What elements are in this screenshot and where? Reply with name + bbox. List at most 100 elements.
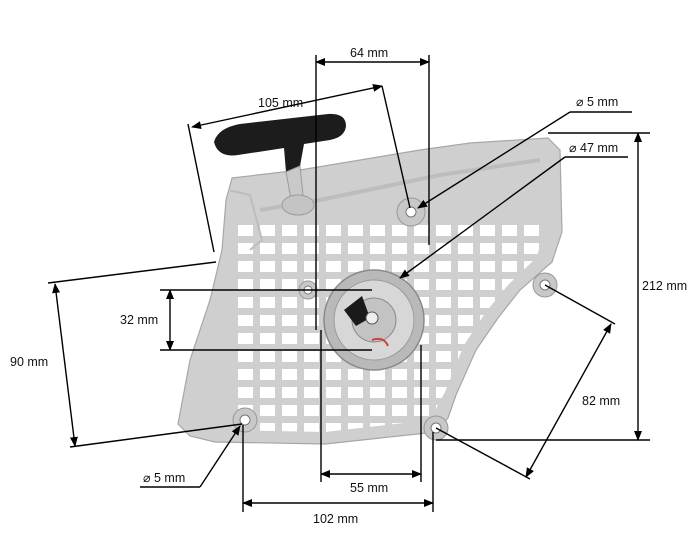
grid-slot — [436, 297, 451, 308]
grid-slot — [370, 261, 385, 272]
grid-slot — [458, 405, 473, 416]
grid-slot — [326, 279, 341, 290]
grid-slot — [458, 279, 473, 290]
grid-slot — [436, 387, 451, 398]
grid-slot — [282, 243, 297, 254]
grid-slot — [238, 369, 253, 380]
grid-slot — [392, 387, 407, 398]
grid-slot — [480, 369, 495, 380]
grid-slot — [304, 297, 319, 308]
grid-slot — [304, 315, 319, 326]
grid-slot — [238, 243, 253, 254]
label-bottom-outer: 102 mm — [313, 512, 358, 526]
grid-slot — [502, 423, 517, 432]
grid-slot — [348, 387, 363, 398]
grid-slot — [502, 351, 517, 362]
grid-slot — [436, 351, 451, 362]
grid-slot — [348, 261, 363, 272]
grid-slot — [238, 351, 253, 362]
grid-slot — [260, 279, 275, 290]
grid-slot — [458, 333, 473, 344]
grid-slot — [370, 243, 385, 254]
grid-slot — [326, 405, 341, 416]
grid-slot — [326, 261, 341, 272]
grid-slot — [282, 261, 297, 272]
pulley — [323, 269, 425, 371]
grid-slot — [282, 297, 297, 308]
grid-slot — [370, 405, 385, 416]
grid-slot — [458, 315, 473, 326]
dimension-labels: 64 mm 105 mm ⌀ 5 mm ⌀ 47 mm 212 mm 90 mm… — [10, 46, 687, 526]
grid-slot — [238, 279, 253, 290]
grid-slot — [260, 297, 275, 308]
grid-slot — [326, 423, 341, 432]
grid-slot — [326, 351, 341, 362]
grid-slot — [238, 225, 253, 236]
grid-slot — [502, 333, 517, 344]
grid-slot — [238, 297, 253, 308]
grid-slot — [524, 243, 539, 254]
grid-slot — [502, 315, 517, 326]
grid-slot — [260, 423, 275, 432]
grid-slot — [524, 369, 539, 380]
label-pulley: ⌀ 47 mm — [569, 141, 618, 155]
grid-slot — [348, 405, 363, 416]
grid-slot — [414, 279, 429, 290]
grid-slot — [436, 261, 451, 272]
grid-slot — [238, 315, 253, 326]
label-diag: 82 mm — [582, 394, 620, 408]
grid-slot — [282, 225, 297, 236]
label-upper-hole: ⌀ 5 mm — [576, 95, 618, 109]
label-height-right: 212 mm — [642, 279, 687, 293]
grid-slot — [304, 351, 319, 362]
grid-slot — [282, 279, 297, 290]
grid-slot — [480, 261, 495, 272]
grid-slot — [370, 369, 385, 380]
grid-slot — [414, 243, 429, 254]
grid-slot — [480, 297, 495, 308]
grid-slot — [370, 225, 385, 236]
grid-slot — [436, 333, 451, 344]
grid-slot — [414, 225, 429, 236]
grid-slot — [348, 243, 363, 254]
grid-slot — [480, 243, 495, 254]
grid-slot — [260, 387, 275, 398]
grid-slot — [392, 243, 407, 254]
label-handle-offset: 105 mm — [258, 96, 303, 110]
label-top-width: 64 mm — [350, 46, 388, 60]
grid-slot — [436, 225, 451, 236]
grid-slot — [458, 423, 473, 432]
grid-slot — [502, 405, 517, 416]
grid-slot — [436, 315, 451, 326]
grid-slot — [260, 351, 275, 362]
grid-slot — [480, 279, 495, 290]
grid-slot — [260, 405, 275, 416]
grid-slot — [502, 369, 517, 380]
grid-slot — [458, 387, 473, 398]
grid-slot — [458, 297, 473, 308]
grid-slot — [282, 333, 297, 344]
grid-slot — [524, 387, 539, 398]
grid-slot — [392, 261, 407, 272]
grid-slot — [502, 243, 517, 254]
grid-slot — [502, 261, 517, 272]
label-lower-hole: ⌀ 5 mm — [143, 471, 185, 485]
grid-slot — [326, 243, 341, 254]
label-left-height: 90 mm — [10, 355, 48, 369]
grid-slot — [392, 225, 407, 236]
grid-slot — [348, 369, 363, 380]
grid-slot — [282, 351, 297, 362]
grid-slot — [304, 261, 319, 272]
grid-slot — [524, 315, 539, 326]
grid-slot — [392, 405, 407, 416]
grid-slot — [524, 405, 539, 416]
grid-slot — [282, 405, 297, 416]
grid-slot — [524, 297, 539, 308]
grid-slot — [260, 315, 275, 326]
grid-slot — [458, 243, 473, 254]
grid-slot — [524, 423, 539, 432]
grid-slot — [436, 369, 451, 380]
grid-slot — [480, 225, 495, 236]
